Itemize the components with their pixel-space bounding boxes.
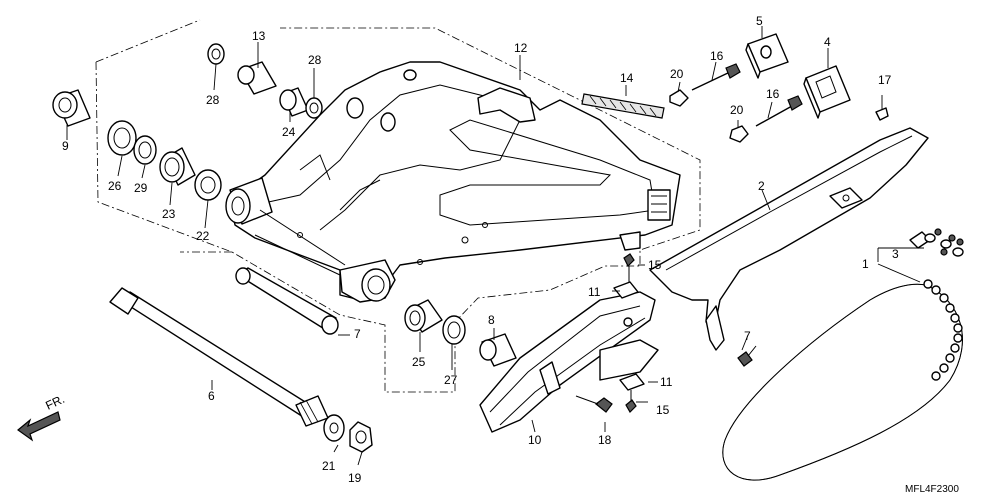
block-5[interactable] <box>745 33 789 79</box>
callout-25: 25 <box>412 355 426 369</box>
seal-27[interactable] <box>442 315 466 345</box>
screw-15-upper[interactable] <box>623 253 635 282</box>
bolt-16-top[interactable] <box>691 63 741 91</box>
callout-1: 1 <box>862 257 869 271</box>
seal-28-left[interactable] <box>207 43 225 65</box>
callout-17: 17 <box>878 73 892 87</box>
bearing-23[interactable] <box>159 147 196 186</box>
callout-24: 24 <box>282 125 296 139</box>
callout-19: 19 <box>348 471 362 485</box>
callout-12: 12 <box>514 41 528 55</box>
callout-20b: 20 <box>730 103 744 117</box>
callout-7a: 7 <box>354 327 361 341</box>
nut-20-top[interactable] <box>669 89 689 107</box>
collar-13[interactable] <box>237 61 277 95</box>
seal-28-right[interactable] <box>305 97 323 119</box>
screw-15-lower[interactable] <box>625 390 637 413</box>
chain-links <box>923 279 963 381</box>
callout-9: 9 <box>62 139 69 153</box>
bearing-24[interactable] <box>279 87 309 117</box>
front-arrow-icon: FR. <box>17 392 67 442</box>
callout-6: 6 <box>208 389 215 403</box>
callout-22: 22 <box>196 229 210 243</box>
seal-26[interactable] <box>107 120 137 156</box>
callout-20a: 20 <box>670 67 684 81</box>
chain-guide-14[interactable] <box>581 93 665 119</box>
collar-7[interactable] <box>235 267 339 335</box>
washer-11-upper[interactable] <box>613 281 639 299</box>
screw-17[interactable] <box>875 95 889 121</box>
callout-23: 23 <box>162 207 176 221</box>
callout-18: 18 <box>598 433 612 447</box>
callout-29: 29 <box>134 181 148 195</box>
callout-5: 5 <box>756 14 763 28</box>
callout-4: 4 <box>824 35 831 49</box>
front-arrow-label: FR. <box>43 392 66 413</box>
bushing-9[interactable] <box>52 89 91 127</box>
callout-10: 10 <box>528 433 542 447</box>
callout-15b: 15 <box>656 403 670 417</box>
callout-27: 27 <box>444 373 458 387</box>
chain-guard-2[interactable] <box>649 127 929 351</box>
callout-26: 26 <box>108 179 122 193</box>
assembly-outline <box>95 19 701 393</box>
callout-14: 14 <box>620 71 634 85</box>
diagram-code: MFL4F2300 <box>905 484 959 495</box>
ring-29[interactable] <box>133 135 157 165</box>
pivot-bolt-6[interactable] <box>109 287 329 427</box>
callout-28b: 28 <box>308 53 322 67</box>
swingarm[interactable] <box>225 61 681 303</box>
callout-11b: 11 <box>660 375 673 389</box>
collar-8[interactable] <box>479 333 517 367</box>
washer-11-lower[interactable] <box>619 373 645 391</box>
callout-21: 21 <box>322 459 336 473</box>
master-link-3[interactable] <box>909 228 964 257</box>
bearing-25[interactable] <box>404 299 443 333</box>
callout-11a: 11 <box>588 285 601 299</box>
callout-labels: 1 2 3 4 5 6 7 7 8 9 10 11 11 12 13 14 15… <box>62 14 899 485</box>
callout-28a: 28 <box>206 93 220 107</box>
block-4[interactable] <box>803 65 851 119</box>
callout-2: 2 <box>758 179 765 193</box>
callout-3: 3 <box>892 247 899 261</box>
callout-16b: 16 <box>766 87 780 101</box>
leader-lines <box>66 26 924 466</box>
bolt-7-right[interactable] <box>737 345 757 367</box>
nut-20-lower[interactable] <box>729 125 749 143</box>
bolt-18[interactable] <box>575 395 613 413</box>
bolt-16-lower[interactable] <box>755 95 803 127</box>
nut-19[interactable] <box>349 421 373 453</box>
washer-21[interactable] <box>323 414 345 442</box>
callout-16a: 16 <box>710 49 724 63</box>
callout-15a: 15 <box>648 258 662 272</box>
bearing-22[interactable] <box>194 169 222 201</box>
drive-chain-1[interactable] <box>722 279 963 481</box>
chain-slider-10[interactable] <box>479 291 659 433</box>
callout-7b: 7 <box>744 329 751 343</box>
callout-8: 8 <box>488 313 495 327</box>
callout-13: 13 <box>252 29 266 43</box>
